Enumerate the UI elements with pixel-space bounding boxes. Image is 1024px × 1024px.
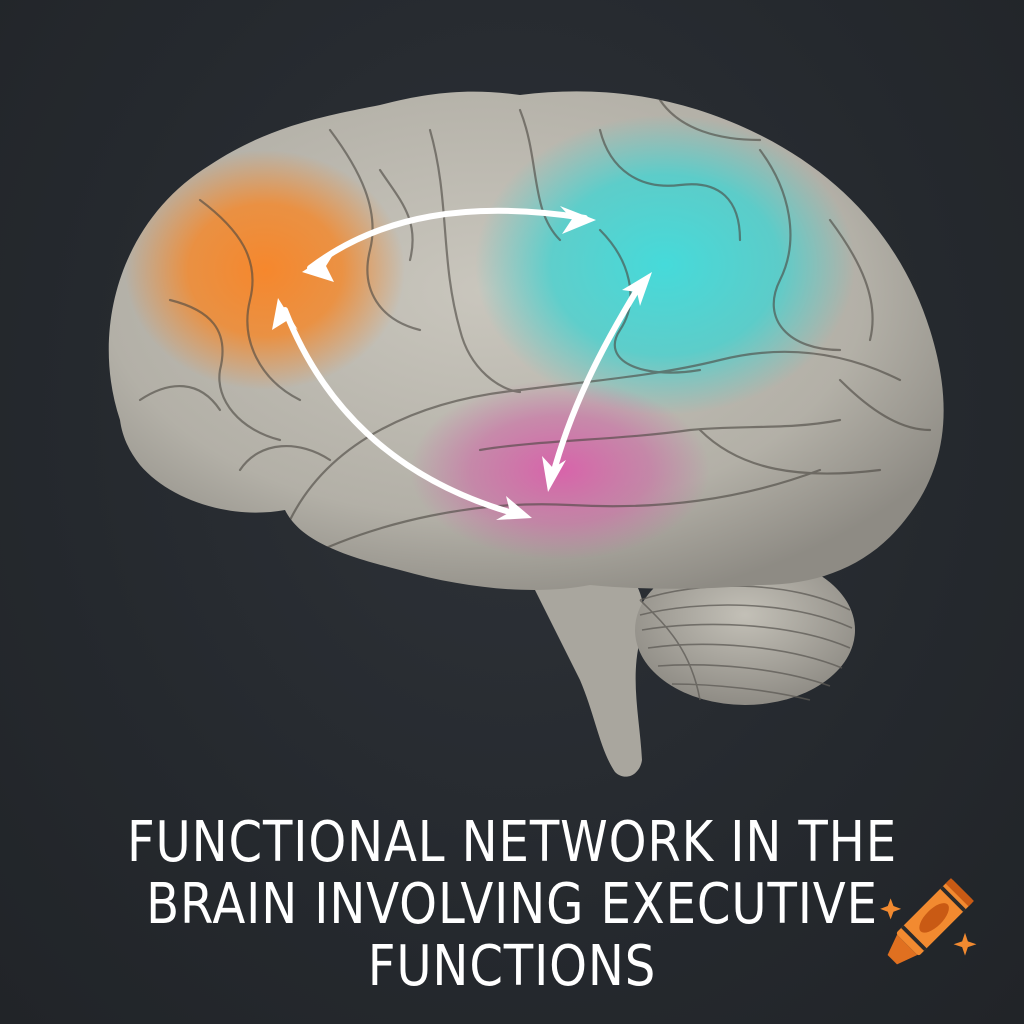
title-line-1: FUNCTIONAL NETWORK IN THE: [126, 810, 898, 875]
prefrontal-region: [125, 150, 405, 390]
title-line-2: BRAIN INVOLVING EXECUTIVE: [146, 872, 878, 937]
arrowheads: [272, 206, 652, 520]
page-title: FUNCTIONAL NETWORK IN THE BRAIN INVOLVIN…: [72, 812, 953, 998]
arrow-prefrontal-temporal: [282, 307, 523, 518]
arrow-parietal-temporal: [549, 282, 643, 481]
connection-arrows: [282, 207, 643, 518]
arrow-prefrontal-parietal: [307, 207, 588, 271]
brainstem: [520, 560, 644, 777]
title-line-3: FUNCTIONS: [367, 934, 657, 999]
parietal-region: [475, 115, 855, 415]
crayon-icon: [880, 878, 977, 965]
